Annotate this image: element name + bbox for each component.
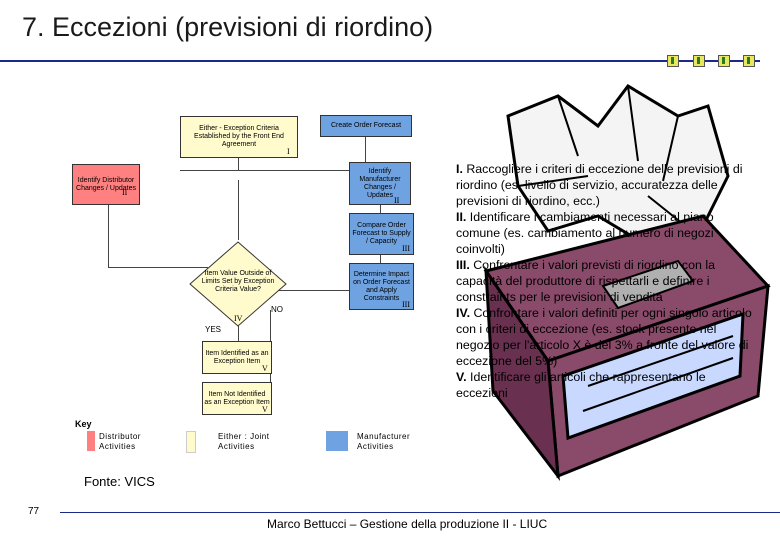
filing-cabinet-clipart [483, 84, 771, 482]
description-item-4: IV. Confrontare i valori definiti per og… [456, 306, 752, 368]
title-underline [0, 60, 760, 62]
description-item-2: II. Identificare i cambiamenti necessari… [456, 210, 714, 256]
page-number: 77 [28, 506, 40, 517]
box-create-order-forecast: Create Order Forecast [320, 115, 412, 137]
decision-number: IV [234, 314, 243, 323]
description-text: I. Raccogliere i criteri di eccezione de… [456, 161, 756, 401]
box-compare-forecast: Compare Order Forecast to Supply / Capac… [349, 213, 414, 255]
box-manufacturer-changes: Identify Manufacturer Changes / Updates [349, 162, 411, 205]
key-title: Key [75, 419, 92, 429]
description-item-1: I. Raccogliere i criteri di eccezione de… [456, 162, 743, 208]
footer-divider [60, 512, 780, 513]
key-swatch-either [186, 431, 196, 453]
description-item-5: V. Identificare gli articoli che rappres… [456, 370, 706, 400]
decision-text: Item Value Outside of Limits Set by Exce… [201, 270, 275, 293]
description-item-3: III. Confrontare i valori previsti di ri… [456, 258, 715, 304]
box-exception-criteria-number: I [287, 147, 290, 156]
source-label: Fonte: VICS [84, 474, 155, 489]
decision-diamond [189, 241, 287, 327]
box-distributor-number: II [122, 188, 128, 197]
decorative-bullet-icon [718, 55, 730, 67]
box-exception-item: Item Identified as an Exception Item [202, 341, 272, 374]
label-yes: YES [205, 325, 222, 334]
slide-title: 7. Eccezioni (previsioni di riordino) [22, 12, 434, 42]
box-determine-number: III [402, 300, 410, 309]
decorative-bullet-icon [693, 55, 705, 67]
box-exception-criteria: Either - Exception Criteria Established … [180, 116, 298, 158]
box-distributor-changes: Identify Distributor Changes / Updates [72, 164, 140, 205]
decorative-bullet-icon [743, 55, 755, 67]
label-no: NO [271, 305, 283, 314]
decorative-bullet-icon [667, 55, 679, 67]
key-swatch-manufacturer [326, 431, 348, 451]
box-not-exception-item-number: V [262, 405, 268, 414]
box-compare-number: III [402, 244, 410, 253]
box-not-exception-item: Item Not Identified as an Exception Item [202, 382, 272, 415]
box-determine-impact: Determine Impact on Order Forecast and A… [349, 263, 414, 310]
footer-text: Marco Bettucci – Gestione della produzio… [267, 517, 548, 531]
box-manufacturer-number: II [394, 196, 400, 205]
key-swatch-distributor [87, 431, 95, 451]
box-exception-item-number: V [262, 364, 268, 373]
